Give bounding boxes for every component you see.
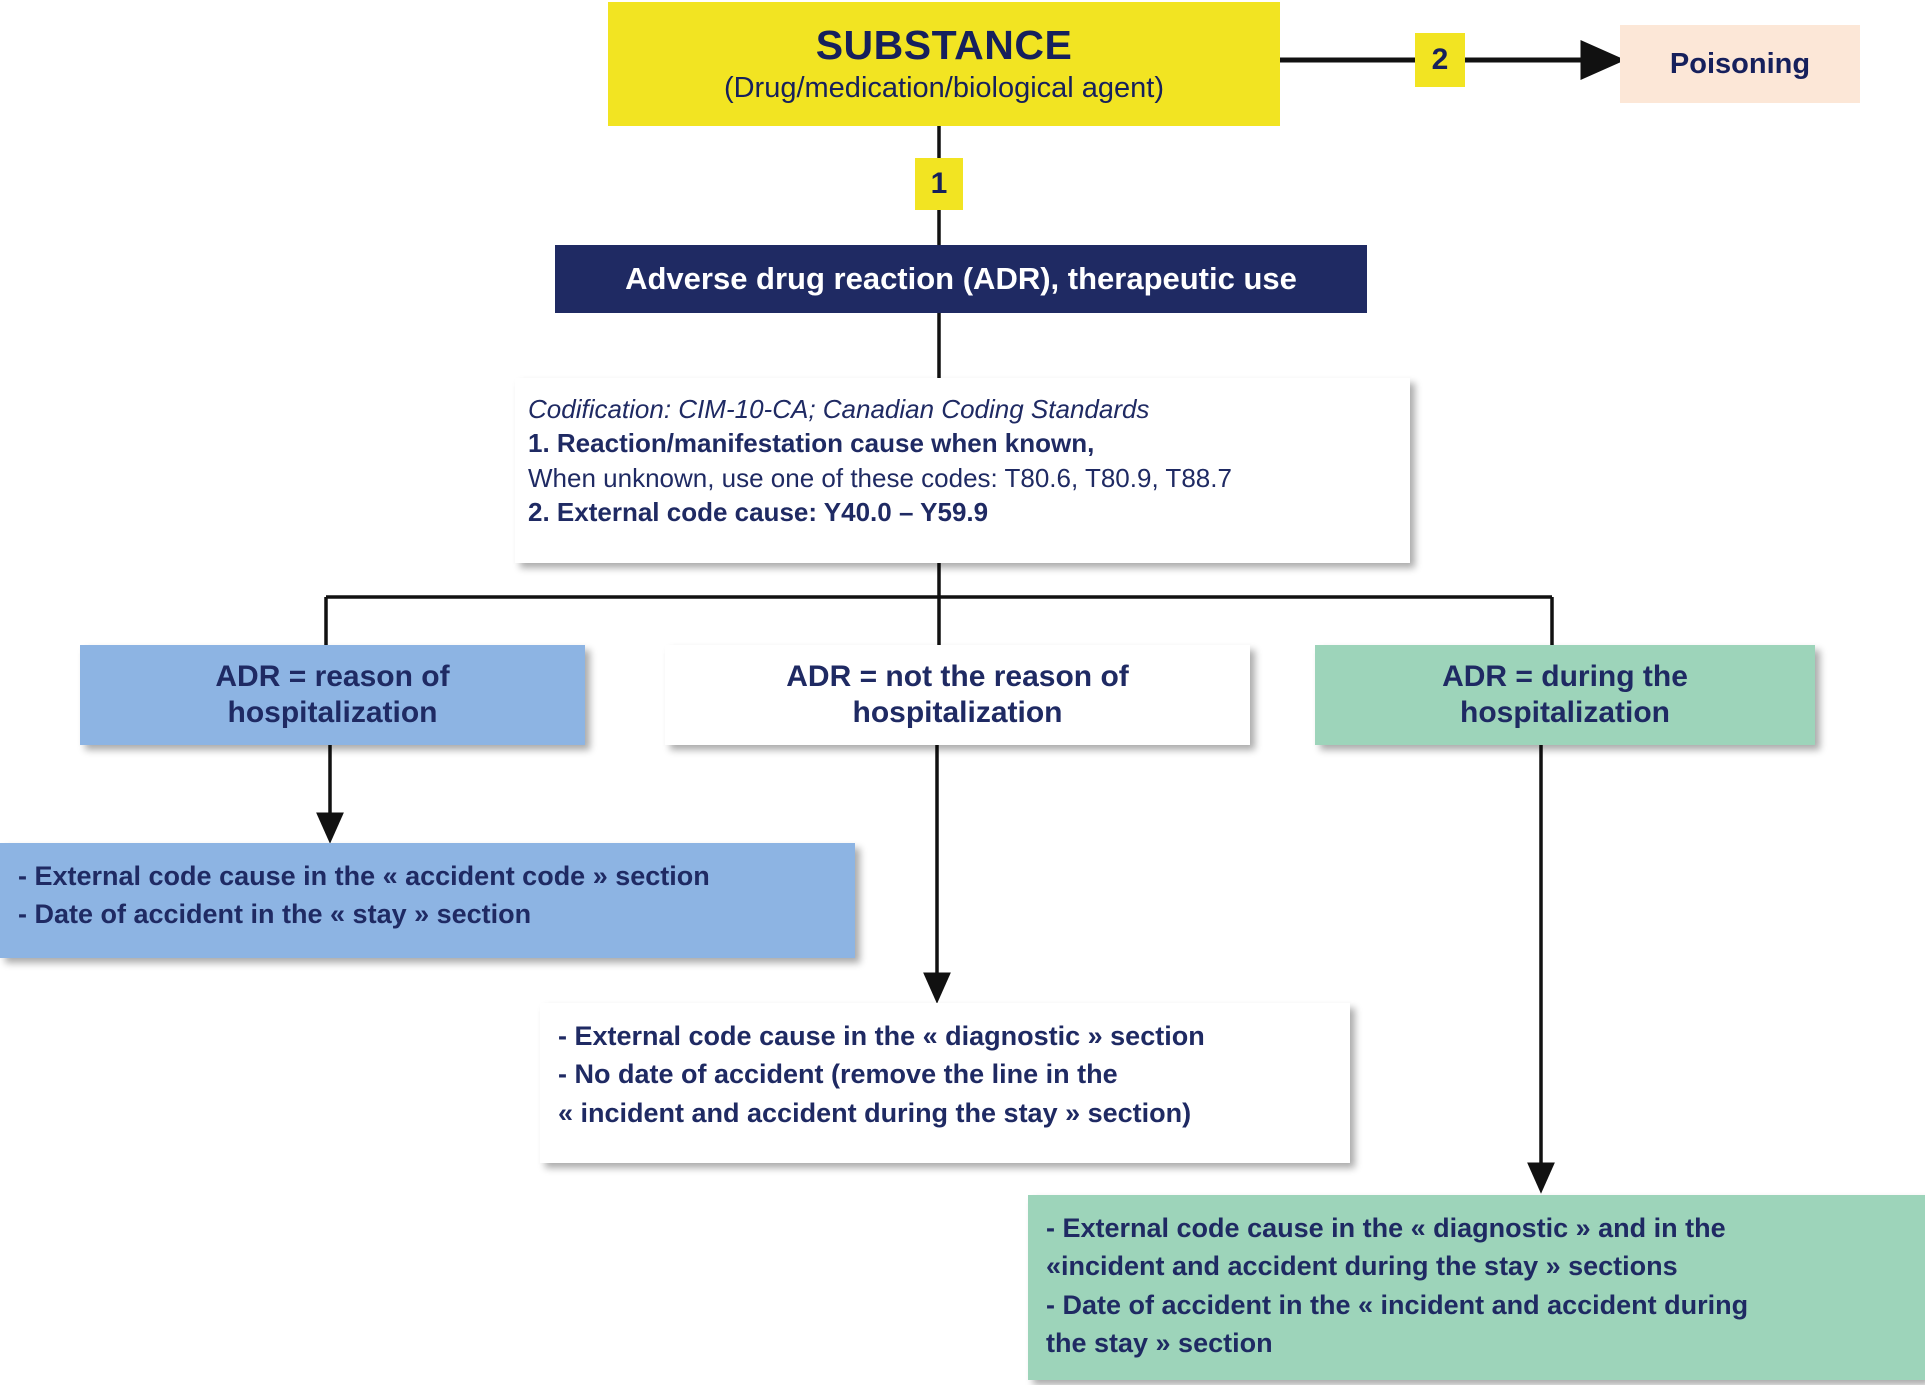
branch-middle-line-2: hospitalization: [852, 696, 1063, 729]
branch-right-line-2: hospitalization: [1460, 696, 1670, 729]
branch-right-line-1: ADR = during the: [1442, 660, 1688, 693]
outcome-right-line-2: «incident and accident during the stay »…: [1046, 1251, 1678, 1282]
branch-left-line-2: hospitalization: [227, 696, 438, 729]
outcome-left-line-2: - Date of accident in the « stay » secti…: [18, 899, 532, 930]
codification-line-external-cause: 2. External code cause: Y40.0 – Y59.9: [528, 496, 989, 527]
branch-badge-1: 1: [915, 158, 963, 210]
outcome-left-line-1: - External code cause in the « accident …: [18, 861, 710, 891]
outcome-not-reason-of-hospitalization: - External code cause in the « diagnosti…: [540, 1003, 1350, 1163]
outcome-middle-line-2: - No date of accident (remove the line i…: [558, 1059, 1118, 1090]
outcome-middle-line-3: « incident and accident during the stay …: [558, 1097, 1192, 1128]
codification-line-standard: Codification: CIM-10-CA; Canadian Coding…: [528, 394, 1150, 424]
codification-line-unknown-codes: When unknown, use one of these codes: T8…: [528, 462, 1232, 493]
outcome-right-line-1: - External code cause in the « diagnosti…: [1046, 1213, 1726, 1243]
branch-middle-line-1: ADR = not the reason of: [786, 660, 1129, 693]
branch-badge-2: 2: [1415, 33, 1465, 87]
outcome-during-hospitalization: - External code cause in the « diagnosti…: [1028, 1195, 1925, 1380]
outcome-middle-line-1: - External code cause in the « diagnosti…: [558, 1021, 1205, 1051]
substance-node[interactable]: SUBSTANCE (Drug/medication/biological ag…: [608, 2, 1280, 126]
adr-therapeutic-use-node[interactable]: Adverse drug reaction (ADR), therapeutic…: [555, 245, 1367, 313]
branch-left-line-1: ADR = reason of: [215, 660, 450, 693]
codification-line-reaction: 1. Reaction/manifestation cause when kno…: [528, 428, 1095, 459]
outcome-right-line-3: - Date of accident in the « incident and…: [1046, 1289, 1749, 1320]
poisoning-node[interactable]: Poisoning: [1620, 25, 1860, 103]
codification-panel: Codification: CIM-10-CA; Canadian Coding…: [515, 378, 1410, 563]
outcome-right-line-4: the stay » section: [1046, 1327, 1273, 1358]
branch-adr-reason-of-hospitalization[interactable]: ADR = reason of hospitalization: [80, 645, 585, 745]
outcome-reason-of-hospitalization: - External code cause in the « accident …: [0, 843, 855, 958]
branch-adr-during-hospitalization[interactable]: ADR = during the hospitalization: [1315, 645, 1815, 745]
substance-title: SUBSTANCE: [815, 21, 1073, 68]
branch-adr-not-reason-of-hospitalization[interactable]: ADR = not the reason of hospitalization: [665, 645, 1250, 745]
substance-subtitle: (Drug/medication/biological agent): [723, 71, 1165, 104]
